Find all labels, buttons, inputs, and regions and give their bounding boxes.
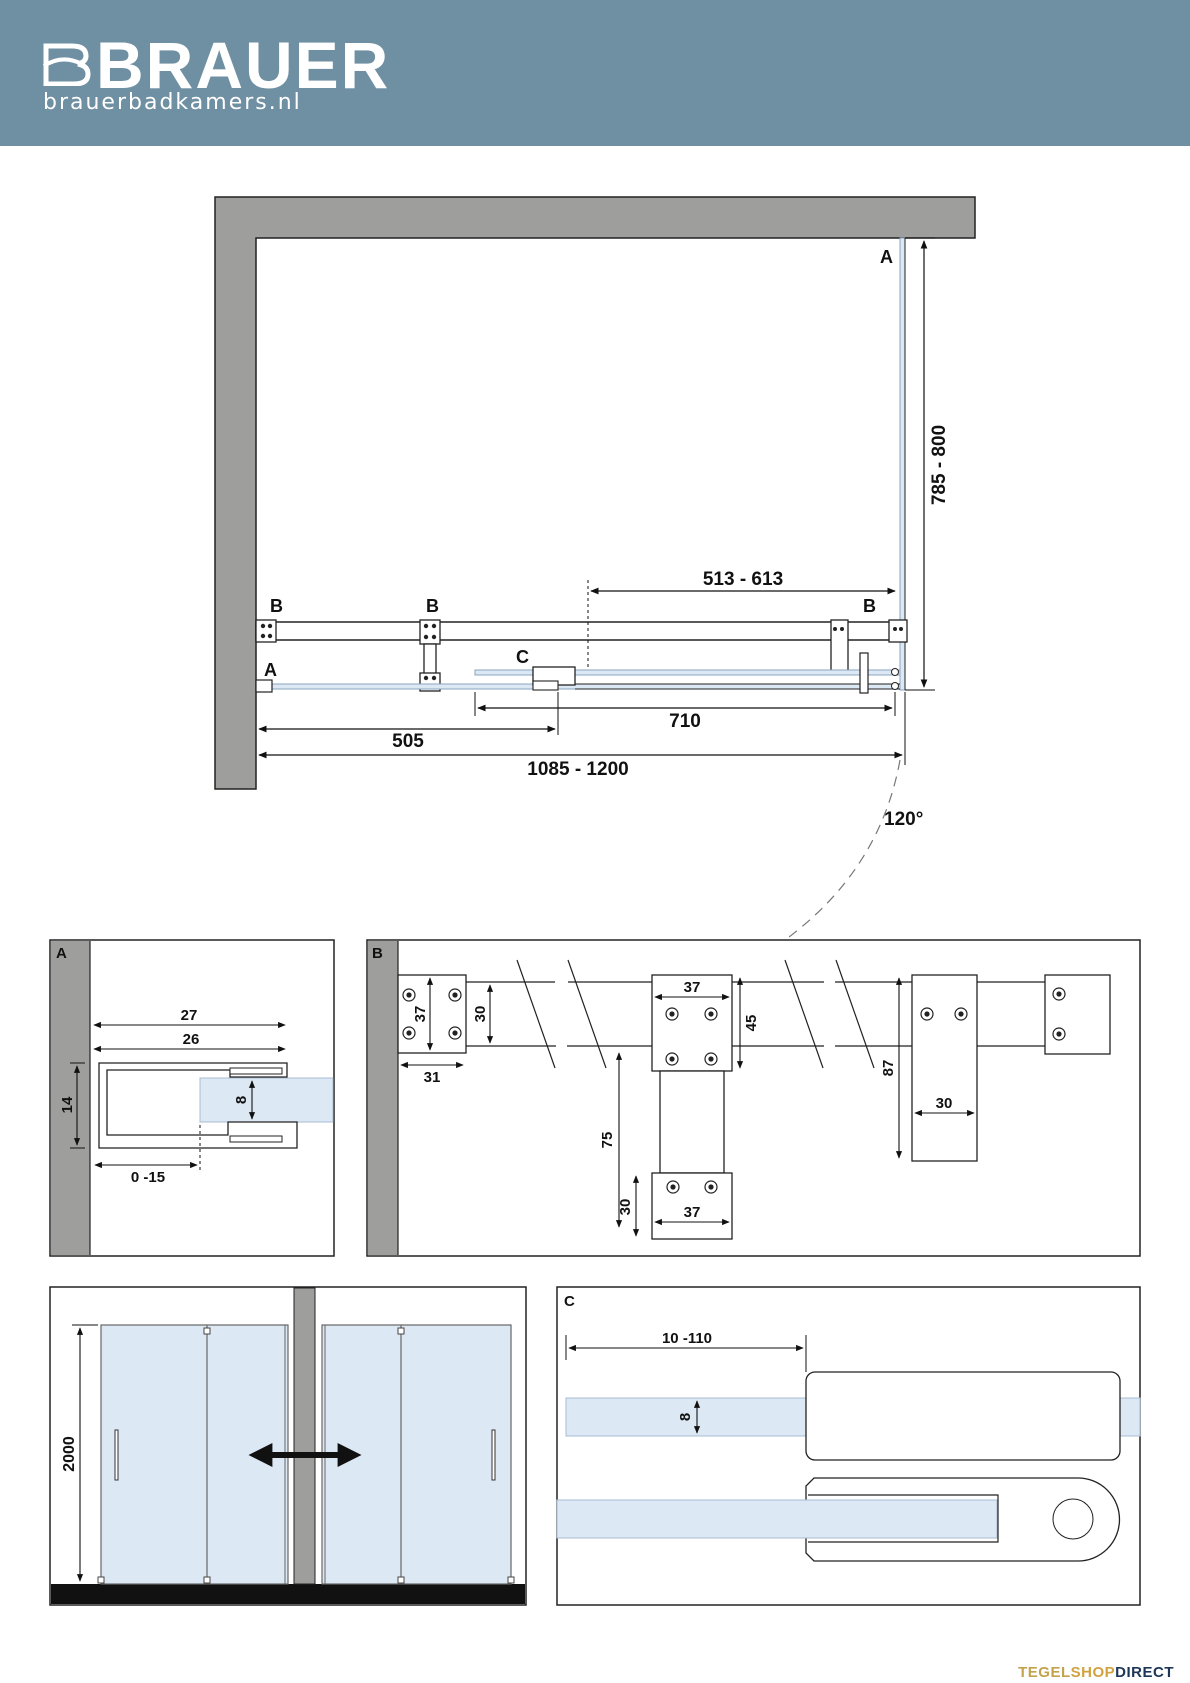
sliding-door-glass — [474, 669, 901, 676]
bracket-b-left — [255, 619, 277, 643]
brand-name: BRAUER — [96, 28, 391, 102]
plan-wall — [214, 196, 976, 790]
detail-c-roller-housing — [805, 1371, 1121, 1461]
door-swing-arc — [784, 759, 901, 941]
brand-url: brauerbadkamers.nl — [43, 90, 302, 115]
dim-fixed: 505 — [392, 731, 424, 752]
footer-brand-part3: DIRECT — [1115, 1664, 1174, 1681]
detail-a-letter: A — [56, 945, 67, 962]
detail-b-dim-30-b: 30 — [617, 1199, 634, 1216]
bracket-b-right — [888, 619, 908, 643]
detail-a-glass — [199, 1077, 334, 1123]
detail-b-dim-30-c: 30 — [936, 1095, 953, 1112]
label-c: C — [516, 647, 529, 667]
front-floor — [51, 1584, 525, 1604]
fixed-glass — [255, 683, 901, 690]
detail-c-lower-glass — [556, 1499, 998, 1539]
detail-b-dim-37-b: 37 — [684, 979, 701, 996]
bracket-b-middle — [419, 619, 441, 645]
detail-c-letter: C — [564, 1293, 575, 1310]
detail-a-dim-8: 8 — [233, 1096, 250, 1104]
detail-b-dim-45: 45 — [743, 1015, 760, 1032]
detail-a-dim-14: 14 — [59, 1096, 76, 1113]
dim-overlap: 513 - 613 — [703, 569, 783, 590]
label-a-left: A — [264, 660, 277, 680]
detail-b-panel: B 37 30 31 37 45 — [366, 939, 1141, 1257]
front-wall-post — [293, 1287, 316, 1585]
detail-b-arm-plate — [651, 1172, 733, 1240]
dim-door: 710 — [669, 711, 701, 732]
detail-b-dim-30-a: 30 — [472, 1006, 489, 1023]
detail-a-dim-0-15: 0 -15 — [131, 1169, 165, 1186]
detail-a-panel: A 27 26 14 8 0 -15 — [49, 939, 335, 1257]
front-view-panel: 2000 — [49, 1286, 527, 1606]
detail-b-bracket-left — [397, 974, 467, 1054]
dim-angle: 120° — [884, 809, 923, 830]
detail-b-dim-31: 31 — [424, 1069, 441, 1086]
footer-brand: TEGELSHOPDIRECT — [1018, 1664, 1174, 1681]
plan-view: A A B B B C 785 - 800 513 - 613 710 505 … — [214, 196, 976, 941]
detail-c-panel: C 10 -110 8 — [556, 1286, 1141, 1606]
detail-b-bracket-middle — [651, 974, 733, 1072]
detail-a-dim-26: 26 — [183, 1031, 200, 1048]
wall-profile-a — [255, 679, 273, 693]
label-b-middle: B — [426, 596, 439, 616]
footer-brand-part2: SHOP — [1070, 1664, 1116, 1681]
front-dim-height: 2000 — [61, 1436, 78, 1472]
top-rail — [255, 621, 907, 641]
detail-c-wheel — [1052, 1498, 1094, 1540]
front-right-handle — [491, 1429, 496, 1481]
label-b-right: B — [863, 596, 876, 616]
label-b-left: B — [270, 596, 283, 616]
label-a-top: A — [880, 247, 893, 267]
detail-b-dim-87: 87 — [880, 1060, 897, 1077]
detail-b-bracket-right — [911, 974, 978, 1162]
detail-b-dim-75: 75 — [599, 1132, 616, 1149]
header-banner: BRAUER brauerbadkamers.nl — [0, 0, 1190, 146]
dim-depth: 785 - 800 — [929, 425, 950, 505]
front-left-handle — [114, 1429, 119, 1481]
detail-c-dim-10-110: 10 -110 — [662, 1330, 712, 1347]
handle — [859, 652, 869, 694]
detail-b-end-clamp — [1044, 974, 1111, 1055]
detail-b-dim-37-c: 37 — [684, 1204, 701, 1221]
detail-b-letter: B — [372, 945, 383, 962]
footer-brand-part1: TEGEL — [1018, 1664, 1071, 1681]
detail-a-dim-27: 27 — [181, 1007, 198, 1024]
brauer-logo-icon — [42, 43, 91, 86]
detail-b-dim-37-a: 37 — [412, 1006, 429, 1023]
dim-width: 1085 - 1200 — [527, 759, 628, 780]
detail-c-dim-8: 8 — [677, 1413, 694, 1421]
